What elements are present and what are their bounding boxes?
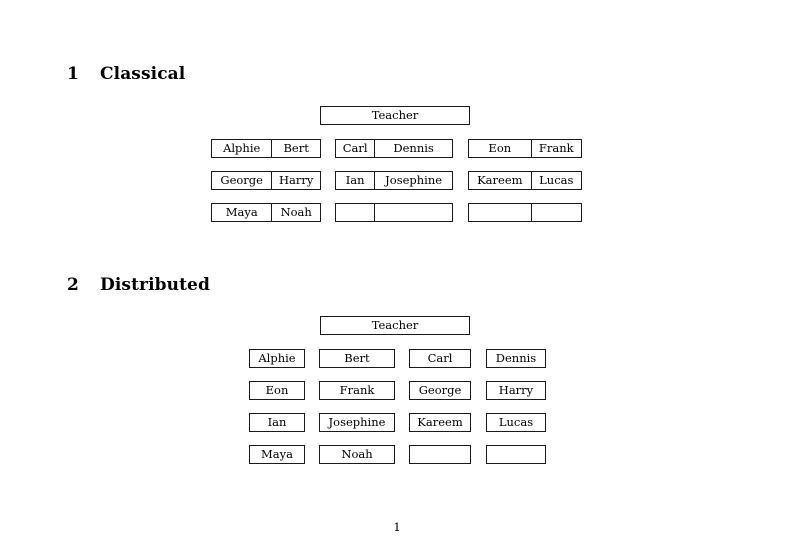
seat: George	[220, 172, 263, 187]
student-desk: Kareem	[409, 413, 471, 432]
student-desk: George	[409, 381, 471, 400]
classical-table	[468, 203, 582, 222]
seat: Lucas	[530, 172, 581, 189]
teacher-desk-classical: Teacher	[320, 106, 470, 125]
classical-table	[335, 203, 453, 222]
section-heading-distributed: 2 Distributed	[67, 275, 210, 295]
seat: Noah	[271, 204, 320, 221]
student-desk: Carl	[409, 349, 471, 368]
classical-table: Carl Dennis	[335, 139, 453, 158]
classical-table: Alphie Bert	[211, 139, 321, 158]
section-title: Distributed	[100, 275, 210, 295]
section-number: 1	[67, 64, 79, 84]
student-desk: Dennis	[486, 349, 546, 368]
seat-empty	[374, 204, 452, 221]
classical-table: Maya Noah	[211, 203, 321, 222]
classical-row: Alphie Bert Carl Dennis Eon Frank	[0, 139, 794, 158]
teacher-desk-distributed: Teacher	[320, 316, 470, 335]
student-desk: Frank	[319, 381, 395, 400]
seat-empty	[336, 204, 374, 221]
seat: Eon	[488, 140, 512, 155]
student-desk-empty	[409, 445, 471, 464]
student-desk: Josephine	[319, 413, 395, 432]
student-desk: Harry	[486, 381, 546, 400]
seat: Josephine	[374, 172, 452, 189]
seat-empty	[469, 204, 531, 221]
student-desk: Noah	[319, 445, 395, 464]
student-desk-empty	[486, 445, 546, 464]
seat: Kareem	[477, 172, 523, 187]
student-desk: Ian	[249, 413, 305, 432]
seat: Harry	[271, 172, 320, 189]
seat: Bert	[271, 140, 320, 157]
student-desk: Eon	[249, 381, 305, 400]
section-number: 2	[67, 275, 79, 295]
seat: Alphie	[223, 140, 261, 155]
seat: Maya	[225, 204, 258, 219]
classical-table: George Harry	[211, 171, 321, 190]
seat: Dennis	[374, 140, 452, 157]
classical-row: Maya Noah	[0, 203, 794, 222]
seat: Carl	[342, 140, 368, 155]
seat-empty	[530, 204, 581, 221]
classical-table: Kareem Lucas	[468, 171, 582, 190]
student-desk: Lucas	[486, 413, 546, 432]
student-desk: Bert	[319, 349, 395, 368]
student-desk: Maya	[249, 445, 305, 464]
classical-row: George Harry Ian Josephine Kareem Lucas	[0, 171, 794, 190]
section-heading-classical: 1 Classical	[67, 64, 185, 84]
section-title: Classical	[100, 64, 186, 84]
seat: Frank	[530, 140, 581, 157]
student-desk: Alphie	[249, 349, 305, 368]
classical-table: Eon Frank	[468, 139, 582, 158]
seat: Ian	[345, 172, 365, 187]
classical-table: Ian Josephine	[335, 171, 453, 190]
page-number: 1	[393, 520, 401, 534]
